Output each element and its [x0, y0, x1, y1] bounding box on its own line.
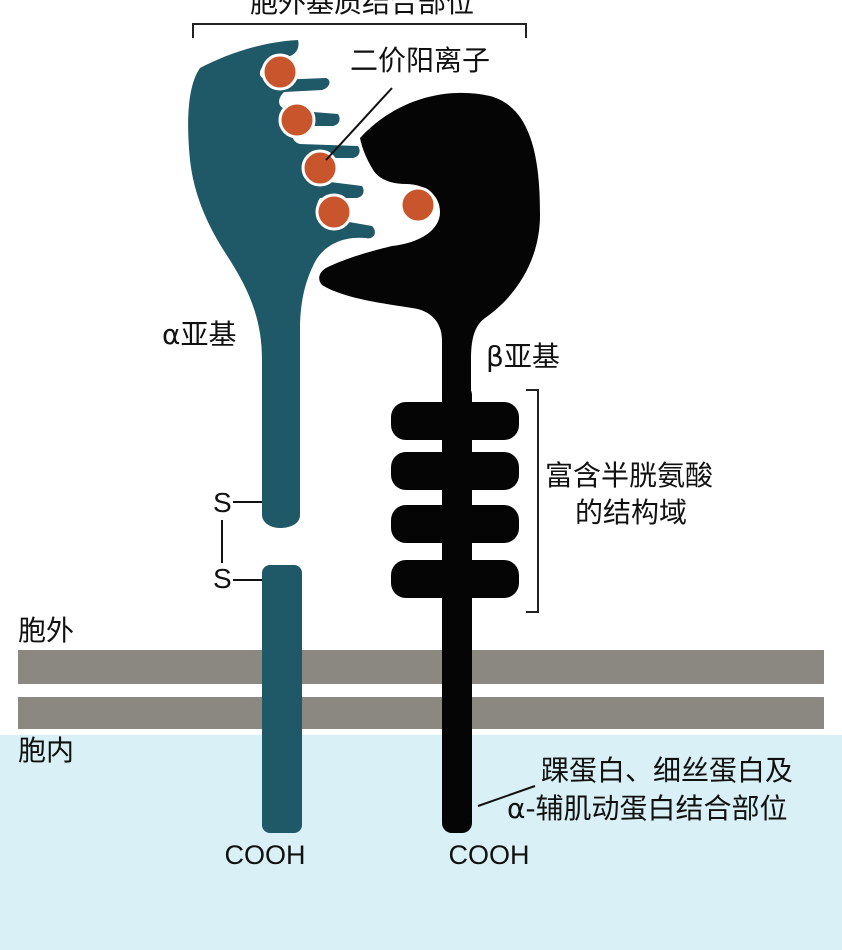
cys-rich-repeat-4: [391, 560, 519, 598]
membrane-inner-leaflet: [18, 697, 824, 729]
cys-rich-repeat-2: [391, 452, 519, 490]
cation-4: [315, 193, 353, 231]
intracellular-label: 胞内: [18, 734, 74, 767]
disulfide-s-lower: S: [213, 563, 232, 594]
cation-1: [261, 53, 299, 91]
divalent-cations-label: 二价阳离子: [350, 44, 490, 77]
beta-stalk: [442, 385, 472, 833]
cys-rich-domain-label-line1: 富含半胱氨酸: [545, 459, 713, 492]
alpha-subunit-label: α亚基: [162, 318, 236, 351]
cys-rich-domain-label-line2: 的结构域: [575, 496, 687, 529]
membrane-outer-leaflet: [18, 650, 824, 684]
beta-subunit-label: β亚基: [486, 340, 560, 373]
ecm-binding-bracket: [192, 23, 527, 38]
divalent-cations-leader: [325, 87, 393, 161]
cyto-binding-label-line2: α-辅肌动蛋白结合部位: [507, 792, 788, 825]
cyto-binding-label-line1: 踝蛋白、细丝蛋白及: [541, 754, 793, 787]
cation-2: [278, 101, 316, 139]
beta-subunit-head: [319, 92, 540, 395]
disulfide-s-upper: S: [213, 487, 232, 518]
cys-rich-repeat-3: [391, 505, 519, 543]
beta-cooh-label: COOH: [449, 840, 530, 870]
cation-5: [399, 186, 437, 224]
extracellular-label: 胞外: [18, 614, 74, 647]
cytoplasm-background: [0, 735, 842, 950]
divalent-cations: [261, 53, 437, 231]
alpha-subunit-head: [188, 40, 375, 528]
alpha-transmembrane-tail: [262, 565, 302, 833]
alpha-cooh-label: COOH: [225, 840, 306, 870]
cyto-binding-leader: [477, 785, 536, 807]
cys-rich-repeat-1: [391, 402, 519, 440]
cation-3: [301, 149, 339, 187]
cys-rich-bracket: [526, 389, 539, 613]
ecm-binding-site-label: 胞外基质结合部位: [250, 0, 474, 19]
